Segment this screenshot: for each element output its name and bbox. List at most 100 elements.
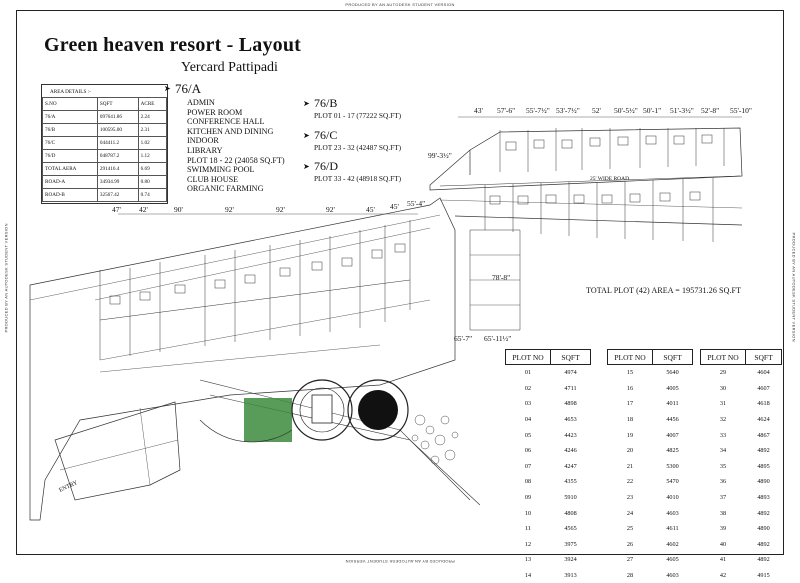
plot-no-cell: 22 bbox=[608, 474, 653, 490]
sqft-cell: 4618 bbox=[746, 396, 782, 412]
plot-no-cell: 28 bbox=[608, 568, 653, 583]
plot-no-cell: 04 bbox=[506, 412, 551, 428]
sqft-cell: 4893 bbox=[746, 490, 782, 506]
total-plot-area: TOTAL PLOT (42) AREA = 195731.26 SQ.FT bbox=[586, 286, 741, 295]
sqft-cell: 4603 bbox=[653, 568, 693, 583]
dim-label: 99'-3½" bbox=[428, 151, 452, 160]
dim-label: 92' bbox=[326, 205, 336, 214]
sqft-cell: 4247 bbox=[551, 459, 591, 475]
plot-no-cell: 21 bbox=[608, 459, 653, 475]
dim-label: 50'-5½" bbox=[614, 106, 638, 115]
sqft-cell: 4355 bbox=[551, 474, 591, 490]
sqft-cell: 4005 bbox=[653, 381, 693, 397]
dim-label: 42' bbox=[139, 205, 149, 214]
sqft-cell: 4007 bbox=[653, 427, 693, 443]
dim-label: 43' bbox=[474, 106, 484, 115]
sqft-header: SQFT bbox=[653, 350, 693, 365]
plot-no-cell: 14 bbox=[506, 568, 551, 583]
sqft-cell: 3913 bbox=[551, 568, 591, 583]
sqft-cell: 4602 bbox=[653, 537, 693, 553]
sqft-cell: 4890 bbox=[746, 474, 782, 490]
plot-no-cell: 32 bbox=[701, 412, 746, 428]
sqft-cell: 4653 bbox=[551, 412, 591, 428]
plot-no-cell: 34 bbox=[701, 443, 746, 459]
plot-no-cell: 33 bbox=[701, 427, 746, 443]
plot-no-cell: 40 bbox=[701, 537, 746, 553]
sqft-cell: 4892 bbox=[746, 552, 782, 568]
sqft-cell: 4603 bbox=[653, 505, 693, 521]
dim-label: 45' bbox=[366, 205, 376, 214]
plot-no-cell: 18 bbox=[608, 412, 653, 428]
plot-no-cell: 29 bbox=[701, 365, 746, 381]
plot-no-cell: 38 bbox=[701, 505, 746, 521]
plot-no-cell: 19 bbox=[608, 427, 653, 443]
sqft-cell: 3924 bbox=[551, 552, 591, 568]
plot-no-cell: 16 bbox=[608, 381, 653, 397]
sqft-cell: 4605 bbox=[653, 552, 693, 568]
dim-label: 65'-11½" bbox=[484, 334, 511, 343]
plot-no-cell: 01 bbox=[506, 365, 551, 381]
sqft-cell: 4711 bbox=[551, 381, 591, 397]
dim-label: 65'-7" bbox=[454, 334, 472, 343]
dim-label: 92' bbox=[225, 205, 235, 214]
plot-no-cell: 03 bbox=[506, 396, 551, 412]
road-label: 25' WIDE ROAD bbox=[590, 176, 629, 182]
plot-no-cell: 31 bbox=[701, 396, 746, 412]
sqft-cell: 4892 bbox=[746, 537, 782, 553]
plot-no-cell: 30 bbox=[701, 381, 746, 397]
plot-no-cell: 25 bbox=[608, 521, 653, 537]
sqft-cell: 5470 bbox=[653, 474, 693, 490]
sqft-cell: 4604 bbox=[746, 365, 782, 381]
layout-sheet: PRODUCED BY AN AUTODESK STUDENT VERSION … bbox=[0, 0, 800, 565]
sqft-cell: 5640 bbox=[653, 365, 693, 381]
sqft-cell: 4011 bbox=[653, 396, 693, 412]
plot-no-cell: 13 bbox=[506, 552, 551, 568]
plot-no-cell: 24 bbox=[608, 505, 653, 521]
plot-no-cell: 26 bbox=[608, 537, 653, 553]
sqft-cell: 4565 bbox=[551, 521, 591, 537]
dim-label: 52'-8" bbox=[701, 106, 719, 115]
plot-no-cell: 27 bbox=[608, 552, 653, 568]
dim-label: 55'-4" bbox=[407, 199, 425, 208]
plot-no-cell: 15 bbox=[608, 365, 653, 381]
sqft-cell: 4898 bbox=[551, 396, 591, 412]
swimming-pool bbox=[358, 390, 398, 430]
sqft-cell: 4825 bbox=[653, 443, 693, 459]
dim-label: 47' bbox=[112, 205, 122, 214]
dim-label: 51'-3½" bbox=[670, 106, 694, 115]
dim-label: 55'-7½" bbox=[526, 106, 550, 115]
dim-label: 78'-8" bbox=[492, 273, 510, 282]
plot-no-cell: 37 bbox=[701, 490, 746, 506]
